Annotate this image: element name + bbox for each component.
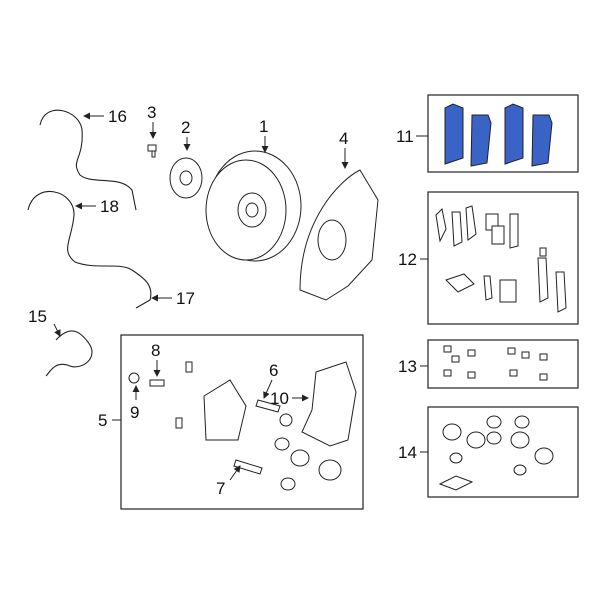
pin-boots (274, 413, 342, 491)
callout-18: 18 (100, 197, 119, 216)
callout-9: 9 (130, 403, 139, 422)
hub-bolt-3[interactable] (147, 144, 157, 158)
callout-17: 17 (176, 289, 195, 308)
dust-shield-4[interactable] (299, 169, 379, 301)
seal-kit-14 (438, 415, 554, 491)
leader-15 (53, 323, 61, 337)
box-12-hardware-kit[interactable] (427, 191, 579, 325)
callout-16: 16 (108, 107, 127, 126)
callout-13: 13 (398, 357, 417, 376)
brake-hose-15[interactable] (45, 330, 93, 377)
callout-5: 5 (98, 411, 107, 430)
hardware-kit-12 (435, 205, 567, 313)
leader-6 (263, 379, 273, 399)
bleeder-screw-8[interactable] (149, 379, 165, 387)
callout-6: 6 (269, 361, 278, 380)
box-13-clip-kit[interactable] (427, 339, 579, 389)
wheel-hub-2[interactable] (169, 157, 203, 199)
guide-pin-7[interactable] (233, 459, 263, 475)
callout-14: 14 (398, 443, 417, 462)
caliper-10[interactable] (301, 361, 357, 447)
callout-12: 12 (398, 250, 417, 269)
caliper-bracket (203, 379, 247, 441)
brake-pads-11[interactable] (444, 103, 553, 167)
clip-kit-13 (443, 345, 548, 381)
guide-pin-6[interactable] (255, 399, 281, 413)
leader-7 (229, 465, 241, 481)
bleeder-cap-9[interactable] (128, 372, 140, 384)
brake-rotor-1[interactable] (205, 150, 302, 262)
callout-7: 7 (216, 479, 225, 498)
callout-8: 8 (151, 341, 160, 360)
abs-sensor-17[interactable] (131, 269, 152, 309)
sensor-wire-18[interactable] (27, 191, 133, 271)
callout-2: 2 (181, 118, 190, 137)
callout-1: 1 (259, 117, 268, 136)
callout-4: 4 (339, 129, 348, 148)
callout-15: 15 (28, 307, 47, 326)
callout-11: 11 (396, 127, 414, 146)
caliper-bolts (175, 361, 193, 429)
sensor-wire-16[interactable] (39, 109, 137, 211)
callout-10: 10 (270, 389, 289, 408)
callout-3: 3 (147, 103, 156, 122)
